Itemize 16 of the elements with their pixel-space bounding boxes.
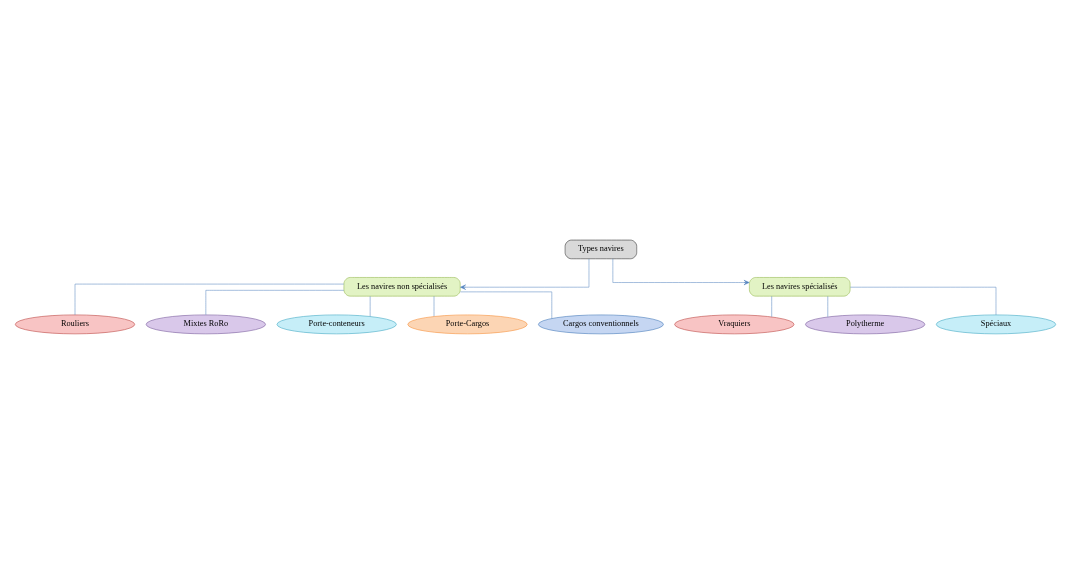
node-ellipse: Vraquiers [674,314,795,335]
arrow [460,258,590,290]
connector [369,296,371,317]
node-ellipse: Cargos conventionnels [538,314,664,335]
node-ellipse: Polytherme [805,314,926,335]
arrow [612,258,750,286]
node-box: Les navires non spécialisés [343,277,461,297]
node-ellipse: Rouliers [15,314,136,335]
connector [460,291,553,319]
node-ellipse: Porte-conteneurs [276,314,397,335]
node-ellipse: Mixtes RoRo [145,314,266,335]
node-box: Les navires spécialisés [749,277,851,297]
node-ellipse: Porte-Cargos [407,314,528,335]
node-ellipse: Spéciaux [935,314,1056,335]
connector [850,286,997,316]
node-box: Types navires [564,239,638,260]
